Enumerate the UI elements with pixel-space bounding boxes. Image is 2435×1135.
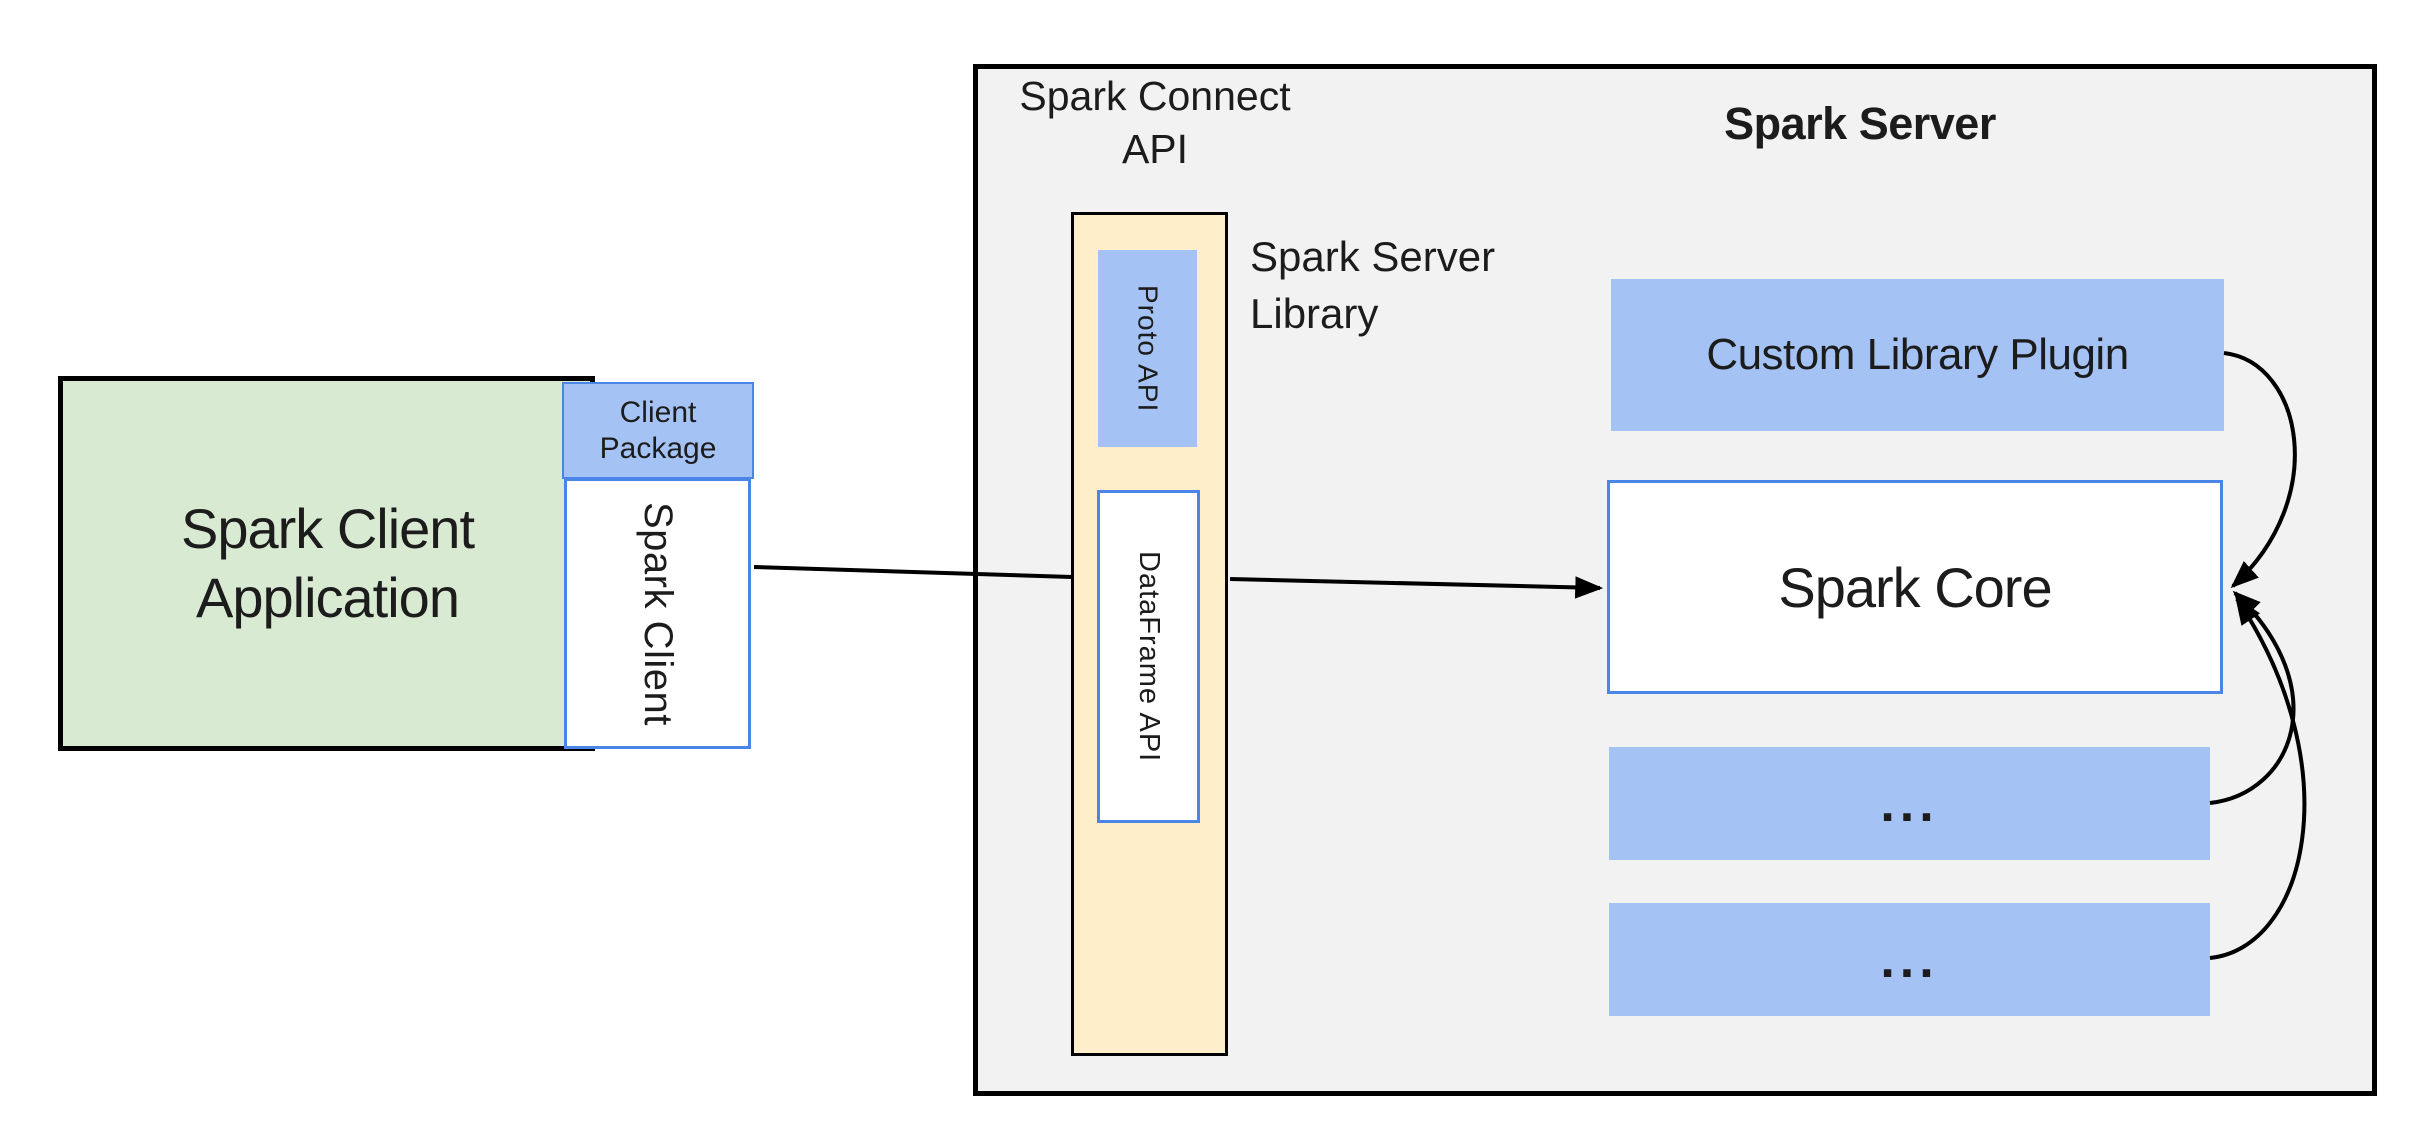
dataframe-api-box: DataFrame API xyxy=(1097,490,1200,823)
spark-client-application-box xyxy=(58,376,595,751)
spark-client-box: Spark Client xyxy=(564,478,751,749)
client-package-label-line2: Package xyxy=(599,431,717,465)
spark-client-application-label-line2: Application xyxy=(196,565,460,629)
spark-client-application-label: Spark Client Application xyxy=(70,386,585,741)
other-library-box-1: ... xyxy=(1609,747,2210,860)
spark-server-library-label: Spark Server Library xyxy=(1250,228,1670,342)
dataframe-api-label: DataFrame API xyxy=(1133,550,1165,763)
other-library-box-1-ellipsis: ... xyxy=(1880,774,1939,833)
spark-client-application-label-line1: Spark Client xyxy=(180,497,475,561)
spark-client-label: Spark Client xyxy=(636,501,680,726)
spark-connect-api-label-line2: API xyxy=(1121,126,1189,173)
proto-api-box: Proto API xyxy=(1098,250,1197,447)
client-package-box: Client Package xyxy=(562,382,754,479)
custom-library-plugin-label: Custom Library Plugin xyxy=(1706,330,2129,379)
other-library-box-2-ellipsis: ... xyxy=(1880,930,1939,989)
spark-connect-api-label: Spark Connect API xyxy=(985,70,1325,177)
spark-server-library-label-line1: Spark Server xyxy=(1250,233,1496,280)
other-library-box-2: ... xyxy=(1609,903,2210,1016)
spark-server-title: Spark Server xyxy=(1724,98,1996,149)
spark-server-library-label-line2: Library xyxy=(1250,290,1379,338)
spark-core-box: Spark Core xyxy=(1607,480,2223,694)
spark-core-label: Spark Core xyxy=(1778,555,2052,619)
client-package-label-line1: Client xyxy=(619,396,697,430)
custom-library-plugin-box: Custom Library Plugin xyxy=(1611,279,2224,431)
proto-api-label: Proto API xyxy=(1132,284,1164,413)
spark-connect-api-label-line1: Spark Connect xyxy=(1019,73,1291,119)
